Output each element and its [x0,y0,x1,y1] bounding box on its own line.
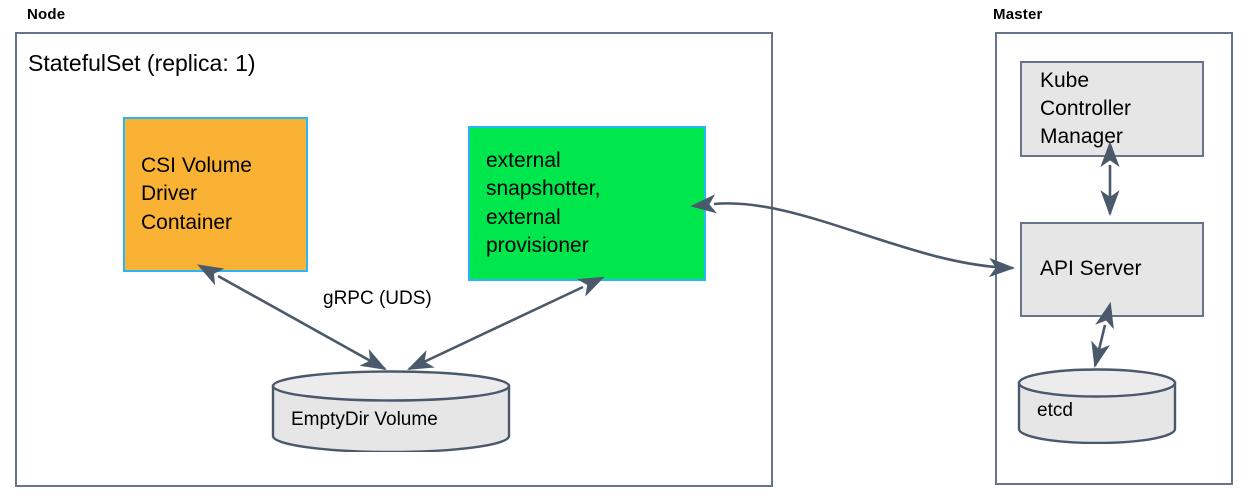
box-api-server[interactable]: API Server [1020,222,1204,317]
node-group-label: Node [27,6,66,23]
box-kube-controller-manager[interactable]: Kube Controller Manager [1020,61,1204,157]
box-external-snapshotter-provisioner[interactable]: external snapshotter, external provision… [468,126,706,281]
edge-label-grpc-uds: gRPC (UDS) [323,288,432,309]
cylinder-emptydir-volume[interactable] [271,370,511,454]
box-external-snapshotter-provisioner-label: external snapshotter, external provision… [486,149,601,257]
box-kube-controller-manager-label: Kube Controller Manager [1040,68,1132,149]
box-csi-volume-driver-container-label: CSI Volume Driver Container [141,154,252,234]
cylinder-etcd-label: etcd [1037,400,1073,421]
etcd-cylinder-shape [1017,368,1177,445]
statefulset-title: StatefulSet (replica: 1) [28,50,256,76]
master-group-label: Master [993,6,1043,23]
cylinder-etcd[interactable] [1017,368,1177,445]
box-api-server-label: API Server [1040,257,1142,281]
box-csi-volume-driver-container[interactable]: CSI Volume Driver Container [123,117,308,272]
cylinder-emptydir-volume-label: EmptyDir Volume [291,409,438,430]
emptydir-cylinder-shape [271,370,511,454]
